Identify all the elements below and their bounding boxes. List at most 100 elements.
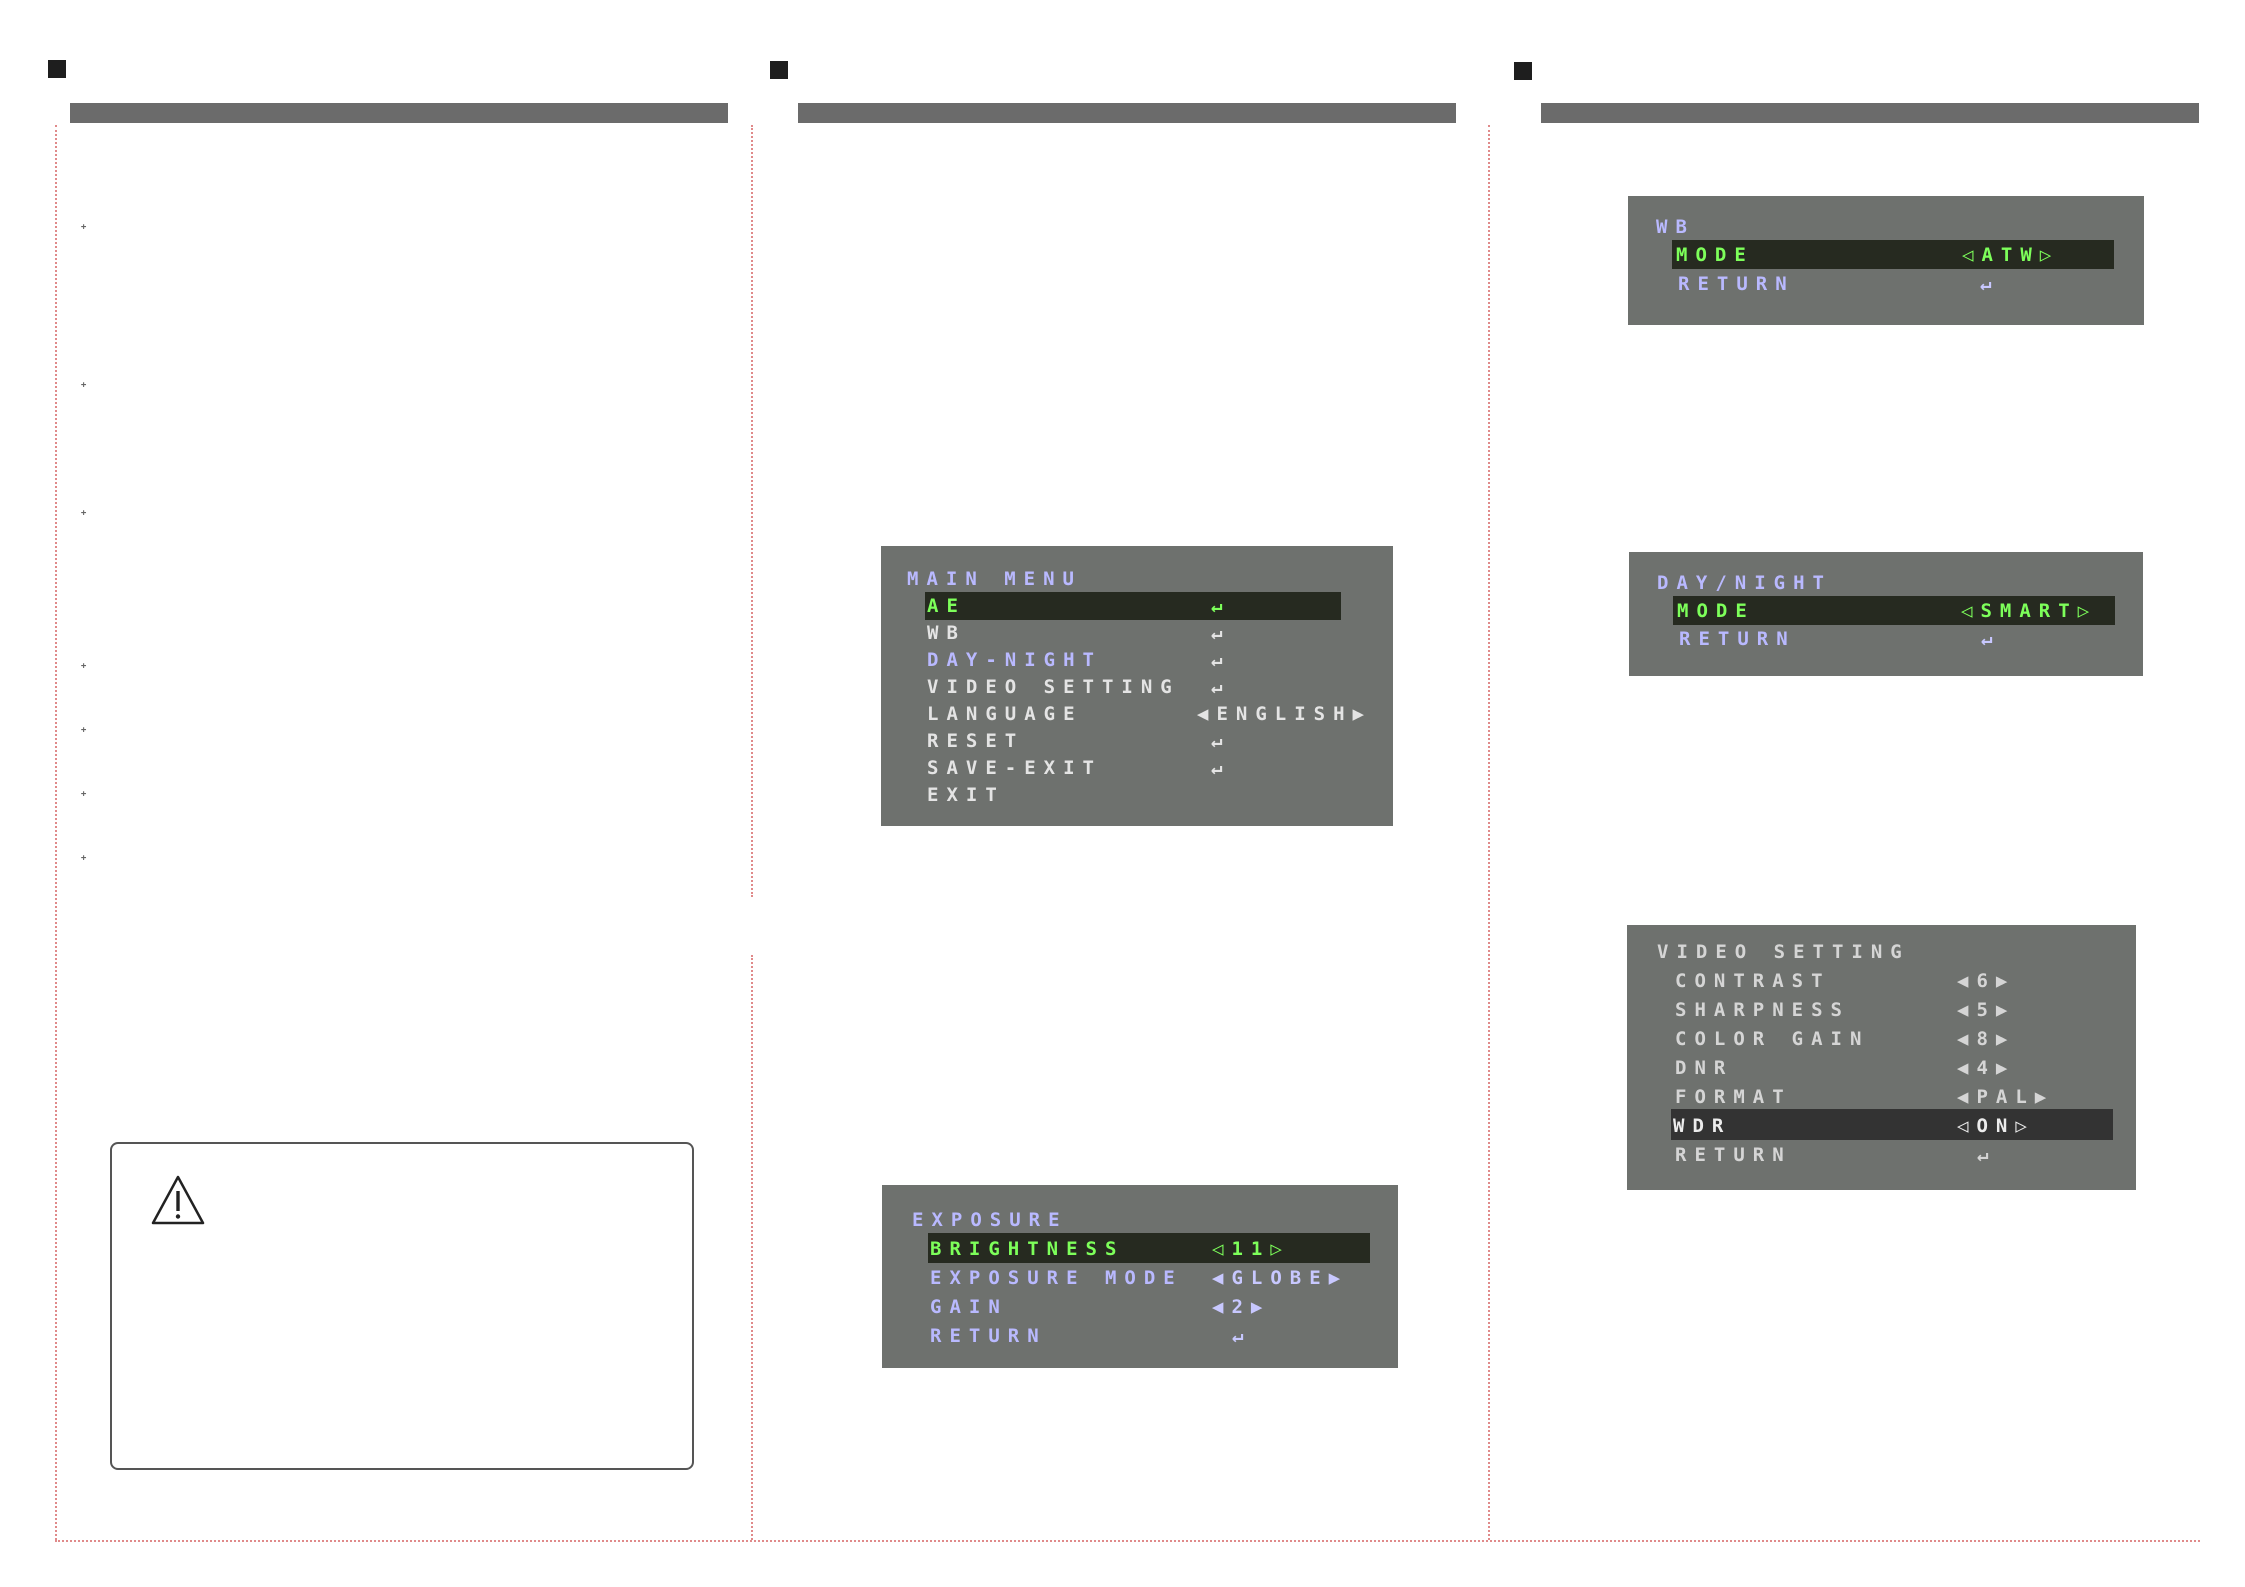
wb-osd-menu: WB MODE ◁ATW▷ RETURN ↵ [1628, 196, 2144, 325]
triangle-left-icon: ◁ [1212, 1238, 1232, 1260]
triangle-left-icon: ◀ [1957, 1028, 1977, 1050]
triangle-left-icon: ◀ [1197, 703, 1217, 725]
enter-return-icon: ↵ [1981, 628, 2001, 650]
triangle-left-icon: ◁ [1962, 244, 1982, 266]
osd-value-color-gain[interactable]: ◀8▶ [1957, 1028, 2016, 1050]
triangle-left-icon: ◀ [1957, 999, 1977, 1021]
osd-title: DAY/NIGHT [1657, 572, 1832, 594]
main-menu-osd: MAIN MENU AE ↵ WB ↵ DAY-NIGHT ↵ VIDEO SE… [881, 546, 1393, 826]
osd-item-wdr[interactable]: WDR [1673, 1115, 1732, 1137]
osd-item-return[interactable]: RETURN [1678, 273, 1795, 295]
osd-value-language[interactable]: ◀ENGLISH▶ [1197, 703, 1372, 725]
triangle-right-icon: ▶ [1250, 1296, 1271, 1318]
enter-return-icon: ↵ [1211, 622, 1231, 644]
osd-item-dnr[interactable]: DNR [1675, 1057, 1734, 1079]
osd-item-brightness[interactable]: BRIGHTNESS [930, 1238, 1125, 1260]
column-guide-left [55, 125, 57, 1540]
triangle-right-icon: ▷ [1270, 1238, 1290, 1260]
triangle-right-icon: ▶ [1995, 970, 2016, 992]
osd-item-return[interactable]: RETURN [930, 1325, 1047, 1347]
triangle-left-icon: ◀ [1212, 1296, 1232, 1318]
enter-return-icon: ↵ [1232, 1325, 1252, 1347]
triangle-right-icon: ▶ [1995, 999, 2016, 1021]
triangle-left-icon: ◀ [1212, 1267, 1232, 1289]
triangle-right-icon: ▶ [2034, 1086, 2055, 1108]
osd-value-mode[interactable]: ◁ATW▷ [1962, 244, 2060, 266]
osd-value-brightness[interactable]: ◁11▷ [1212, 1238, 1290, 1260]
triangle-right-icon: ▷ [2077, 600, 2098, 622]
osd-value-contrast[interactable]: ◀6▶ [1957, 970, 2016, 992]
osd-value-exposure-mode[interactable]: ◀GLOBE▶ [1212, 1267, 1349, 1289]
osd-item-mode[interactable]: MODE [1677, 600, 1755, 622]
bullet-mark: ᐩ [80, 851, 88, 872]
osd-title: EXPOSURE [912, 1209, 1068, 1231]
osd-value-sharpness[interactable]: ◀5▶ [1957, 999, 2016, 1021]
triangle-right-icon: ▷ [2015, 1115, 2035, 1137]
osd-item-color-gain[interactable]: COLOR GAIN [1675, 1028, 1870, 1050]
osd-highlight-row [1673, 596, 2115, 625]
column-guide-right [1488, 125, 1490, 1540]
triangle-left-icon: ◁ [1961, 600, 1981, 622]
section-marker-1 [48, 60, 66, 78]
bullet-mark: ᐩ [80, 787, 88, 808]
column-guide-middle-upper [751, 125, 753, 897]
osd-item-return[interactable]: RETURN [1679, 628, 1796, 650]
enter-return-icon: ↵ [1211, 757, 1231, 779]
osd-item-format[interactable]: FORMAT [1675, 1086, 1792, 1108]
triangle-left-icon: ◀ [1957, 970, 1977, 992]
bullet-mark: ᐩ [80, 220, 88, 241]
section-header-bar-1 [70, 103, 728, 123]
section-marker-3 [1514, 62, 1532, 80]
triangle-left-icon: ◀ [1957, 1057, 1977, 1079]
enter-return-icon: ↵ [1980, 273, 2000, 295]
osd-title: VIDEO SETTING [1657, 941, 1910, 963]
osd-item-video-setting[interactable]: VIDEO SETTING [927, 676, 1180, 698]
osd-item-language[interactable]: LANGUAGE [927, 703, 1083, 725]
osd-highlight-row [928, 1233, 1370, 1263]
bullet-mark: ᐩ [80, 659, 88, 680]
triangle-right-icon: ▶ [1328, 1267, 1349, 1289]
osd-value-dnr[interactable]: ◀4▶ [1957, 1057, 2016, 1079]
osd-title: WB [1656, 216, 1695, 238]
osd-item-ae[interactable]: AE [927, 595, 966, 617]
triangle-left-icon: ◀ [1957, 1086, 1977, 1108]
video-setting-osd-menu: VIDEO SETTING CONTRAST ◀6▶ SHARPNESS ◀5▶… [1627, 925, 2136, 1190]
bullet-mark: ᐩ [80, 378, 88, 399]
enter-return-icon: ↵ [1211, 595, 1231, 617]
osd-value-mode[interactable]: ◁SMART▷ [1961, 600, 2098, 622]
enter-return-icon: ↵ [1977, 1144, 1997, 1166]
osd-item-wb[interactable]: WB [927, 622, 966, 644]
osd-item-gain[interactable]: GAIN [930, 1296, 1008, 1318]
enter-return-icon: ↵ [1211, 730, 1231, 752]
osd-title: MAIN MENU [907, 568, 1082, 590]
osd-item-exit[interactable]: EXIT [927, 784, 1005, 806]
osd-item-contrast[interactable]: CONTRAST [1675, 970, 1831, 992]
triangle-right-icon: ▶ [1995, 1057, 2016, 1079]
osd-item-exposure-mode[interactable]: EXPOSURE MODE [930, 1267, 1183, 1289]
osd-item-day-night[interactable]: DAY-NIGHT [927, 649, 1102, 671]
osd-item-save-exit[interactable]: SAVE-EXIT [927, 757, 1102, 779]
warning-triangle-icon [151, 1175, 205, 1225]
triangle-right-icon: ▶ [1995, 1028, 2016, 1050]
enter-return-icon: ↵ [1211, 649, 1231, 671]
bullet-mark: ᐩ [80, 506, 88, 527]
osd-highlight-row [925, 592, 1341, 620]
osd-value-format[interactable]: ◀PAL▶ [1957, 1086, 2055, 1108]
triangle-left-icon: ◁ [1957, 1115, 1977, 1137]
osd-highlight-row [1671, 1109, 2113, 1140]
osd-item-sharpness[interactable]: SHARPNESS [1675, 999, 1850, 1021]
osd-item-mode[interactable]: MODE [1676, 244, 1754, 266]
osd-value-wdr[interactable]: ◁ON▷ [1957, 1115, 2035, 1137]
caution-box [110, 1142, 694, 1470]
triangle-right-icon: ▷ [2039, 244, 2060, 266]
exposure-osd-menu: EXPOSURE BRIGHTNESS ◁11▷ EXPOSURE MODE ◀… [882, 1185, 1398, 1368]
osd-item-reset[interactable]: RESET [927, 730, 1025, 752]
enter-return-icon: ↵ [1211, 676, 1231, 698]
osd-value-gain[interactable]: ◀2▶ [1212, 1296, 1271, 1318]
osd-item-return[interactable]: RETURN [1675, 1144, 1792, 1166]
column-guide-middle-lower [751, 955, 753, 1540]
day-night-osd-menu: DAY/NIGHT MODE ◁SMART▷ RETURN ↵ [1629, 552, 2143, 676]
osd-highlight-row [1672, 240, 2114, 269]
page-guide-bottom [55, 1540, 2200, 1542]
bullet-mark: ᐩ [80, 723, 88, 744]
